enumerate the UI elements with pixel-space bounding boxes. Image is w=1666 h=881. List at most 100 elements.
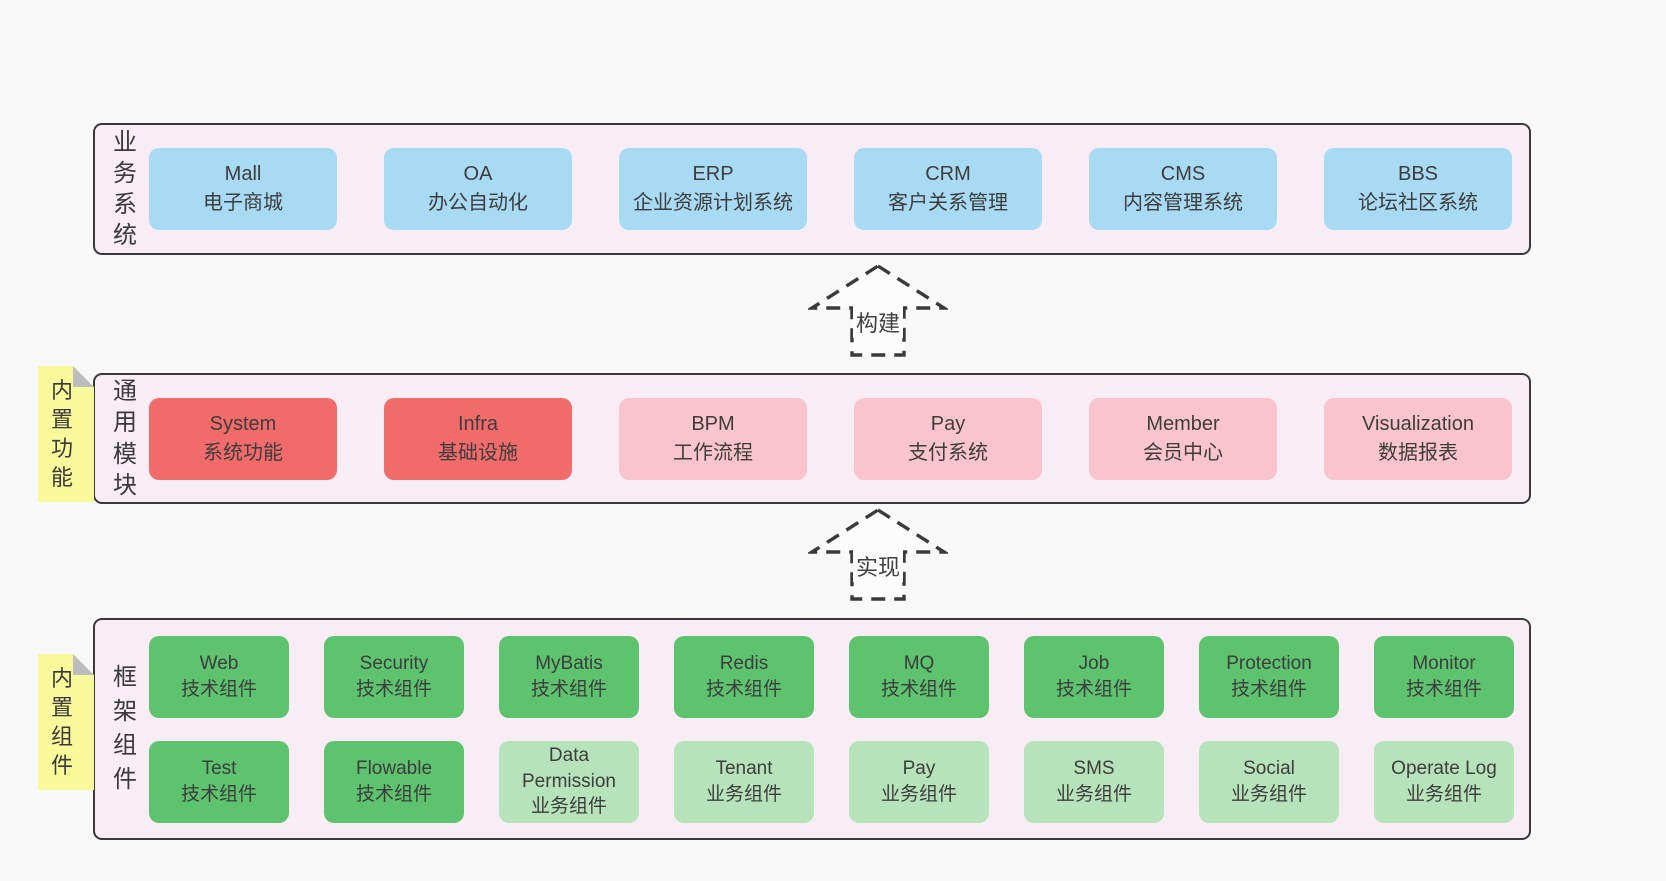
box-subtitle: 数据报表 xyxy=(1378,441,1458,464)
layer-business-label: 业务系统 xyxy=(113,128,137,250)
box-title: Tenant xyxy=(715,757,773,779)
box-oa: OA 办公自动化 xyxy=(384,148,572,230)
box-visualization: Visualization 数据报表 xyxy=(1324,397,1512,480)
box-title: Security xyxy=(359,652,429,674)
box-web: Web 技术组件 xyxy=(149,635,289,718)
layer-business-systems: 业务系统 Mall 电子商城 OA 办公自动化 ERP 企业资源计划系统 CRM… xyxy=(93,123,1531,255)
box-mq: MQ 技术组件 xyxy=(849,635,989,718)
box-title: Infra xyxy=(457,412,499,435)
box-bpm: BPM 工作流程 xyxy=(619,397,807,480)
box-infra: Infra 基础设施 xyxy=(384,397,572,480)
box-member: Member 会员中心 xyxy=(1089,397,1277,480)
box-subtitle: 办公自动化 xyxy=(428,192,528,214)
box-pay-system: Pay 支付系统 xyxy=(854,397,1042,480)
box-title: MyBatis xyxy=(535,652,603,674)
box-subtitle: 电子商城 xyxy=(203,192,283,214)
box-subtitle: 论坛社区系统 xyxy=(1358,192,1478,214)
box-monitor: Monitor 技术组件 xyxy=(1374,635,1514,718)
box-flowable: Flowable 技术组件 xyxy=(324,740,464,823)
box-job: Job 技术组件 xyxy=(1024,635,1164,718)
box-subtitle: 业务组件 xyxy=(1230,783,1307,805)
box-system: System 系统功能 xyxy=(149,397,337,480)
box-title: Social xyxy=(1243,757,1295,779)
layer-components-label: 框架组件 xyxy=(113,663,137,794)
arrow-build-label: 构建 xyxy=(852,306,904,338)
box-subtitle: 业务组件 xyxy=(1405,783,1482,805)
box-erp: ERP 企业资源计划系统 xyxy=(619,148,807,230)
layer-modules-label: 通用模块 xyxy=(113,378,137,499)
box-title: Pay xyxy=(902,757,936,779)
box-subtitle: 系统功能 xyxy=(203,441,283,464)
box-title: Monitor xyxy=(1412,652,1476,674)
sticky-fold-corner-icon xyxy=(73,654,94,675)
layer-framework-components: 框架组件 Web 技术组件 Security 技术组件 MyBatis 技术组件… xyxy=(93,618,1531,840)
box-subtitle: 业务组件 xyxy=(530,796,607,818)
arrow-implement: 实现 xyxy=(808,506,948,604)
box-title: ERP xyxy=(692,163,734,185)
box-cms: CMS 内容管理系统 xyxy=(1089,148,1277,230)
box-test: Test 技术组件 xyxy=(149,740,289,823)
box-title: Data Permission xyxy=(522,745,616,792)
layer-common-modules: 通用模块 System 系统功能 Infra 基础设施 BPM 工作流程 Pay… xyxy=(93,373,1531,504)
box-title: Protection xyxy=(1226,652,1312,674)
box-subtitle: 业务组件 xyxy=(880,783,957,805)
box-operate-log: Operate Log 业务组件 xyxy=(1374,740,1514,823)
box-title: OA xyxy=(463,163,493,185)
box-pay-component: Pay 业务组件 xyxy=(849,740,989,823)
box-title: SMS xyxy=(1073,757,1115,779)
box-subtitle: 技术组件 xyxy=(1055,678,1132,700)
box-tenant: Tenant 业务组件 xyxy=(674,740,814,823)
box-subtitle: 技术组件 xyxy=(1230,678,1307,700)
box-subtitle: 会员中心 xyxy=(1143,441,1223,464)
component-grid: Web 技术组件 Security 技术组件 MyBatis 技术组件 Redi… xyxy=(145,620,1536,838)
arrow-build: 构建 xyxy=(808,262,948,360)
box-title: Member xyxy=(1146,412,1220,435)
box-title: CMS xyxy=(1160,163,1206,185)
box-title: System xyxy=(209,412,277,435)
box-title: CRM xyxy=(925,163,971,185)
box-title: Mall xyxy=(224,163,262,185)
box-crm: CRM 客户关系管理 xyxy=(854,148,1042,230)
box-mall: Mall 电子商城 xyxy=(149,148,337,230)
box-title: Job xyxy=(1078,652,1110,674)
box-subtitle: 客户关系管理 xyxy=(888,192,1008,214)
box-data-permission: Data Permission 业务组件 xyxy=(499,740,639,823)
sticky-built-in-components: 内置组件 xyxy=(38,654,94,790)
box-bbs: BBS 论坛社区系统 xyxy=(1324,148,1512,230)
box-title: Pay xyxy=(930,412,966,435)
box-subtitle: 技术组件 xyxy=(880,678,957,700)
box-subtitle: 企业资源计划系统 xyxy=(633,192,793,214)
arrow-implement-label: 实现 xyxy=(852,550,904,582)
box-subtitle: 工作流程 xyxy=(673,441,753,464)
box-subtitle: 技术组件 xyxy=(530,678,607,700)
box-subtitle: 技术组件 xyxy=(1405,678,1482,700)
module-boxes: System 系统功能 Infra 基础设施 BPM 工作流程 Pay 支付系统… xyxy=(145,375,1534,502)
box-subtitle: 业务组件 xyxy=(705,783,782,805)
box-subtitle: 技术组件 xyxy=(355,783,432,805)
sticky-label: 内置组件 xyxy=(50,665,73,779)
box-title: BBS xyxy=(1397,163,1439,185)
box-subtitle: 基础设施 xyxy=(438,441,518,464)
sticky-fold-corner-icon xyxy=(73,366,94,387)
box-subtitle: 支付系统 xyxy=(908,441,988,464)
box-title: Flowable xyxy=(355,757,433,779)
box-subtitle: 技术组件 xyxy=(355,678,432,700)
box-subtitle: 技术组件 xyxy=(705,678,782,700)
box-subtitle: 内容管理系统 xyxy=(1123,192,1243,214)
box-title: Operate Log xyxy=(1391,757,1497,779)
box-redis: Redis 技术组件 xyxy=(674,635,814,718)
box-social: Social 业务组件 xyxy=(1199,740,1339,823)
box-title: Test xyxy=(201,757,237,779)
box-title: Redis xyxy=(719,652,769,674)
box-subtitle: 业务组件 xyxy=(1055,783,1132,805)
box-mybatis: MyBatis 技术组件 xyxy=(499,635,639,718)
sticky-label: 内置功能 xyxy=(50,377,73,491)
box-title: Visualization xyxy=(1362,412,1474,435)
box-sms: SMS 业务组件 xyxy=(1024,740,1164,823)
box-subtitle: 技术组件 xyxy=(180,678,257,700)
business-boxes: Mall 电子商城 OA 办公自动化 ERP 企业资源计划系统 CRM 客户关系… xyxy=(145,125,1534,253)
box-title: BPM xyxy=(691,412,735,435)
box-protection: Protection 技术组件 xyxy=(1199,635,1339,718)
sticky-built-in-features: 内置功能 xyxy=(38,366,94,502)
